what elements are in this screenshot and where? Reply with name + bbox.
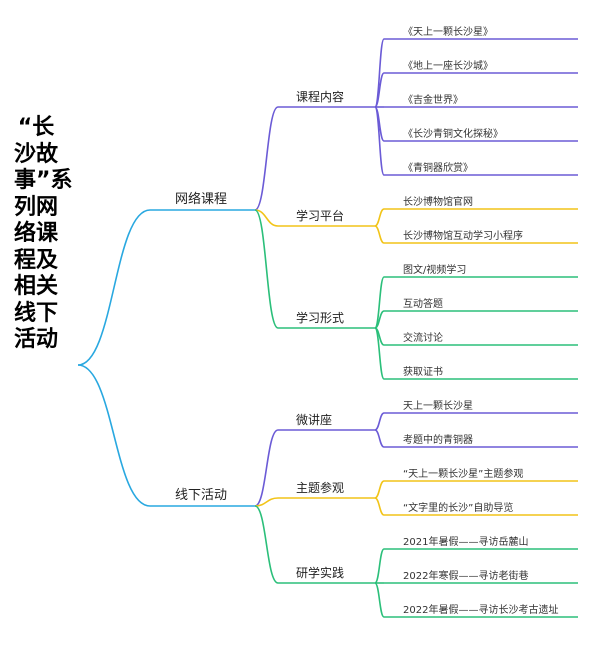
leaf-link-2-3-3	[374, 582, 385, 618]
leaf-label-2-2-1: “天上一颗长沙星”主题参观	[403, 469, 524, 480]
child-link-1-1	[254, 106, 279, 211]
root-link-1	[77, 209, 151, 366]
child-label-1-1: 课程内容	[296, 90, 345, 104]
leaf-label-1-1-5: 《青铜器欣赏》	[403, 163, 473, 174]
branch-label-2: 线下活动	[175, 488, 228, 503]
leaf-label-2-3-2: 2022年寒假——寻访老街巷	[403, 571, 529, 582]
child-link-2-2	[254, 497, 279, 507]
leaf-label-2-3-1: 2021年暑假——寻访岳麓山	[403, 537, 529, 548]
leaf-label-1-1-1: 《天上一颗长沙星》	[403, 27, 493, 38]
leaf-label-2-1-2: 考题中的青铜器	[403, 435, 473, 446]
child-label-2-2: 主题参观	[296, 481, 345, 495]
leaf-label-1-3-1: 图文/视频学习	[403, 265, 467, 276]
leaf-link-2-2-1	[374, 480, 385, 499]
leaf-label-1-2-2: 长沙博物馆互动学习小程序	[403, 231, 523, 242]
leaf-label-1-1-4: 《长沙青铜文化探秘》	[403, 129, 503, 140]
leaf-link-2-3-1	[374, 548, 385, 584]
leaf-label-1-1-3: 《吉金世界》	[403, 95, 463, 106]
root-title: “长沙故事”系列网络课程及相关线下活动	[14, 115, 73, 352]
leaf-label-2-1-1: 天上一颗长沙星	[403, 401, 473, 412]
child-label-2-1: 微讲座	[296, 413, 333, 427]
branch-label-1: 网络课程	[175, 192, 228, 207]
leaf-link-1-3-4	[374, 327, 385, 380]
leaf-label-1-1-2: 《地上一座长沙城》	[403, 61, 493, 72]
leaf-label-2-2-2: “文字里的长沙”自助导览	[403, 503, 514, 514]
child-link-1-3	[254, 209, 279, 329]
leaf-link-2-1-2	[374, 429, 385, 448]
child-link-2-1	[254, 429, 279, 507]
child-link-2-3	[254, 505, 279, 584]
leaf-link-2-1-1	[374, 412, 385, 431]
child-label-1-2: 学习平台	[296, 209, 345, 223]
leaf-label-2-3-3: 2022年暑假——寻访长沙考古遗址	[403, 605, 559, 616]
root-link-2	[77, 364, 151, 507]
leaf-label-1-3-4: 获取证书	[403, 367, 443, 378]
leaf-label-1-3-2: 互动答题	[403, 299, 443, 310]
leaf-label-1-2-1: 长沙博物馆官网	[403, 197, 473, 208]
leaf-link-1-2-2	[374, 225, 385, 244]
child-link-1-2	[254, 209, 279, 227]
leaf-link-1-1-5	[374, 106, 385, 176]
child-label-1-3: 学习形式	[296, 311, 345, 325]
child-label-2-3: 研学实践	[296, 566, 345, 580]
leaf-link-1-1-2	[374, 72, 385, 108]
leaf-link-2-2-2	[374, 497, 385, 516]
leaf-link-1-2-1	[374, 208, 385, 227]
leaf-label-1-3-3: 交流讨论	[403, 333, 443, 344]
